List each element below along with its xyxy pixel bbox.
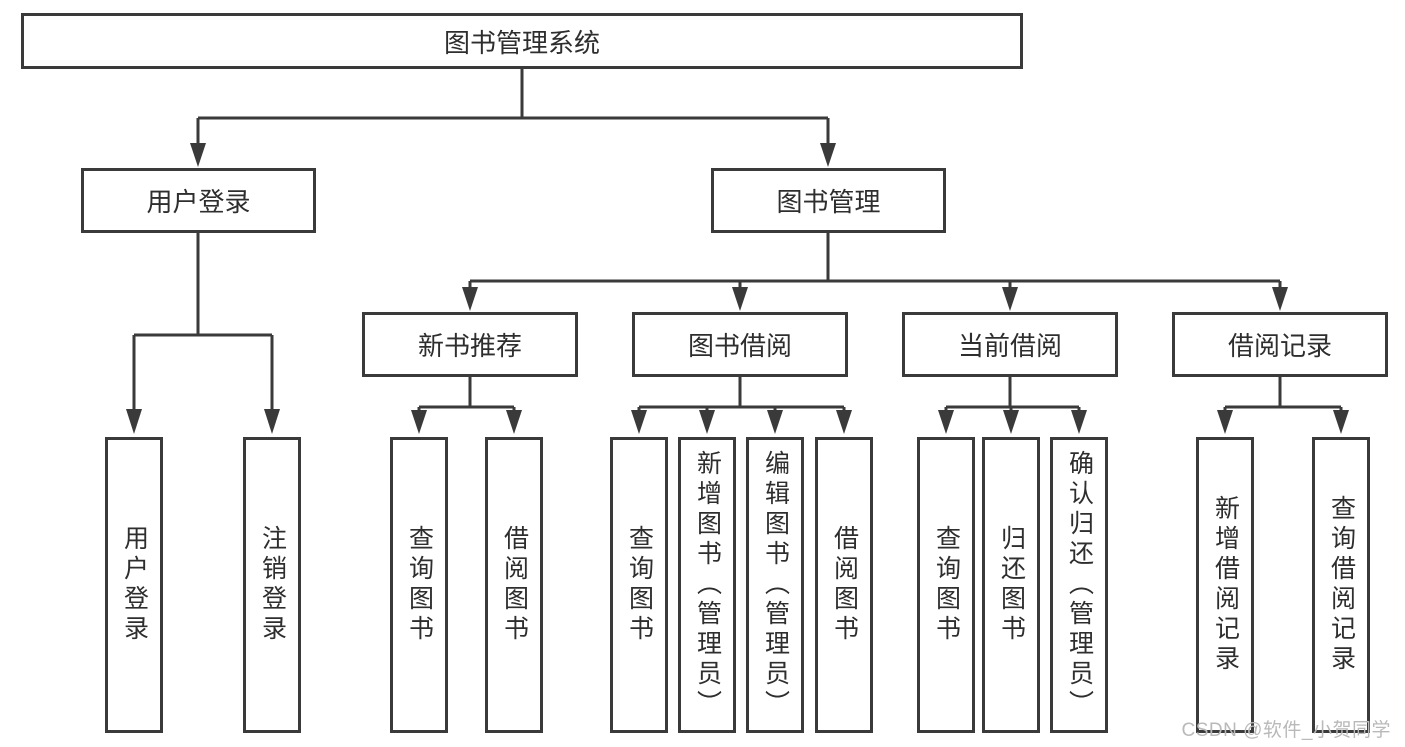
csdn-watermark: CSDN @软件_小贺同学 [1181, 720, 1391, 741]
connector-root [190, 69, 836, 167]
leaf-add-borrow-record: 新增借阅记录 [1196, 437, 1254, 733]
leaf-add-book-admin: 新增图书（管理员） [678, 437, 736, 733]
leaf-query-books-borrow: 查询图书 [610, 437, 668, 733]
leaf-borrow-books: 借阅图书 [815, 437, 873, 733]
leaf-query-books-recommend: 查询图书 [390, 437, 448, 733]
connector-borrowing-records [1217, 377, 1349, 434]
leaf-logout: 注销登录 [243, 437, 301, 733]
node-library-management-system: 图书管理系统 [21, 13, 1023, 69]
node-user-login-branch: 用户登录 [81, 168, 316, 233]
connector-book-borrowing [631, 377, 852, 434]
leaf-user-login: 用户登录 [105, 437, 163, 733]
node-borrowing-records: 借阅记录 [1172, 312, 1388, 377]
leaf-borrow-books-recommend: 借阅图书 [485, 437, 543, 733]
connector-book-management [462, 233, 1288, 311]
connector-new-book-recommendation [411, 377, 522, 434]
leaf-query-borrow-record: 查询借阅记录 [1312, 437, 1370, 733]
node-new-book-recommendation: 新书推荐 [362, 312, 578, 377]
leaf-confirm-return-admin: 确认归还（管理员） [1050, 437, 1108, 733]
node-book-management-branch: 图书管理 [711, 168, 946, 233]
connector-current-borrowing [938, 377, 1087, 434]
leaf-return-books: 归还图书 [982, 437, 1040, 733]
node-book-borrowing: 图书借阅 [632, 312, 848, 377]
leaf-query-books-current: 查询图书 [917, 437, 975, 733]
connector-user-login [126, 233, 280, 434]
leaf-edit-book-admin: 编辑图书（管理员） [746, 437, 804, 733]
node-current-borrowing: 当前借阅 [902, 312, 1118, 377]
